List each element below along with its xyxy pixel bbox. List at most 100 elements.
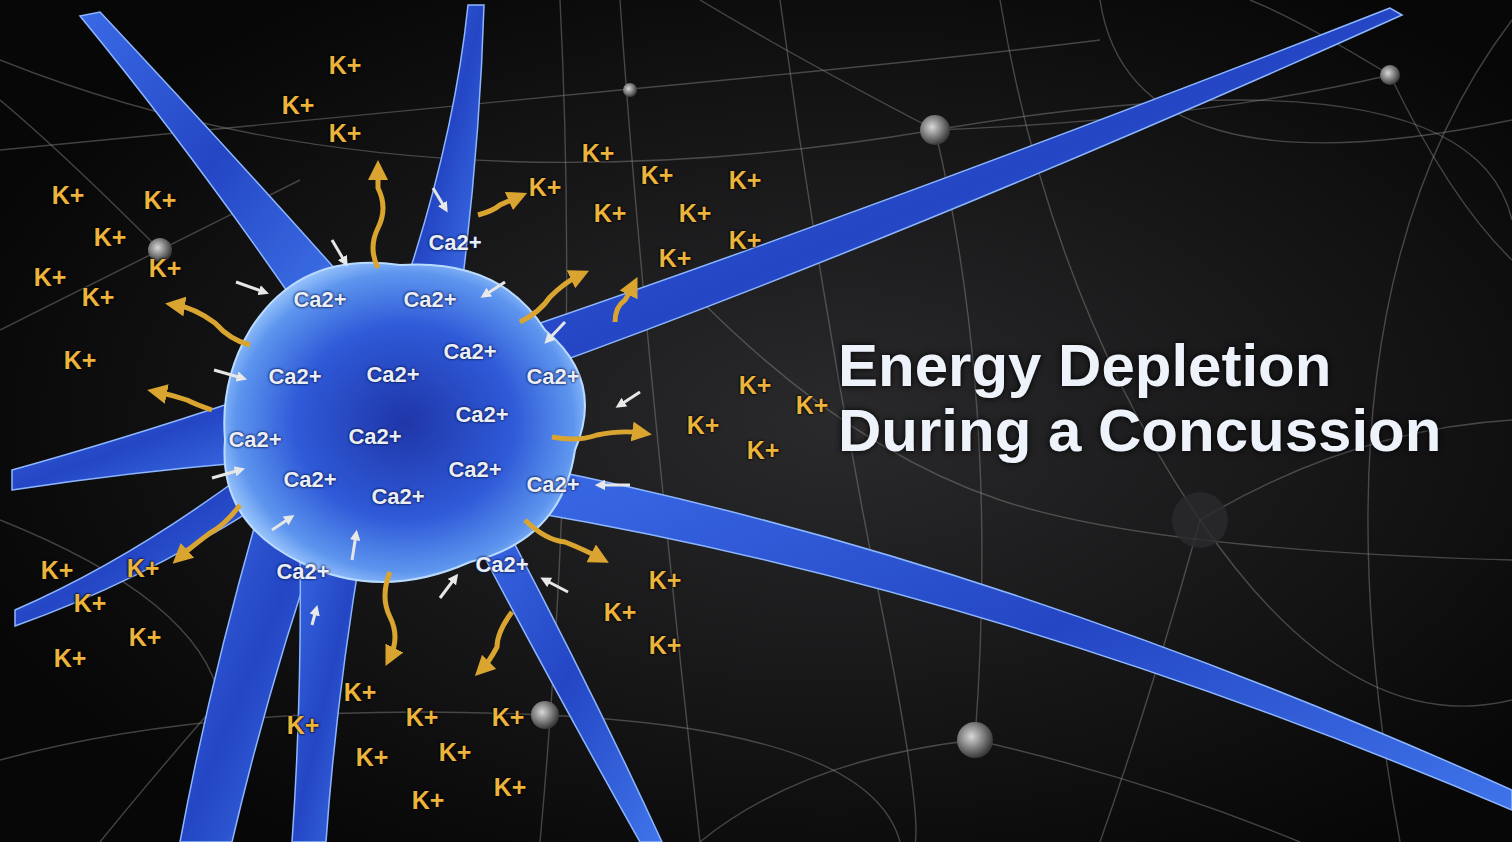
potassium-ion-label: K+	[149, 256, 182, 281]
potassium-ion-label: K+	[439, 740, 472, 765]
potassium-ion-label: K+	[659, 246, 692, 271]
potassium-ion-label: K+	[747, 438, 780, 463]
potassium-ion-label: K+	[144, 188, 177, 213]
minor-neurons	[531, 701, 559, 729]
potassium-efflux-arrows	[157, 170, 642, 669]
potassium-ion-label: K+	[529, 175, 562, 200]
background-network	[975, 740, 1300, 842]
potassium-efflux-arrows	[552, 432, 642, 439]
potassium-efflux-arrows	[373, 170, 383, 268]
potassium-ion-label: K+	[329, 53, 362, 78]
potassium-ion-label: K+	[94, 225, 127, 250]
calcium-influx-arrows	[212, 188, 640, 625]
calcium-ion-label: Ca2+	[348, 426, 401, 448]
potassium-efflux-arrows	[482, 612, 512, 669]
potassium-ion-label: K+	[729, 168, 762, 193]
potassium-ion-label: K+	[287, 713, 320, 738]
potassium-efflux-arrows	[520, 275, 580, 322]
calcium-ion-label: Ca2+	[526, 474, 579, 496]
potassium-ion-label: K+	[52, 183, 85, 208]
calcium-ion-label: Ca2+	[228, 429, 281, 451]
calcium-ion-label: Ca2+	[443, 341, 496, 363]
minor-neurons	[1380, 65, 1400, 85]
neuron-branches	[12, 400, 250, 490]
neuron-branches	[15, 470, 265, 626]
potassium-ion-label: K+	[729, 228, 762, 253]
calcium-influx-arrows	[214, 370, 242, 378]
potassium-ion-label: K+	[739, 373, 772, 398]
potassium-ion-label: K+	[344, 680, 377, 705]
calcium-ion-label: Ca2+	[276, 561, 329, 583]
calcium-ion-label: Ca2+	[448, 459, 501, 481]
calcium-influx-arrows	[332, 240, 345, 262]
potassium-ion-label: K+	[74, 591, 107, 616]
background-network	[1390, 75, 1512, 260]
potassium-efflux-arrows	[525, 520, 600, 558]
potassium-ion-label: K+	[687, 413, 720, 438]
potassium-ion-label: K+	[356, 745, 389, 770]
potassium-ion-label: K+	[34, 265, 67, 290]
calcium-ion-label: Ca2+	[475, 554, 528, 576]
potassium-efflux-arrows	[157, 392, 212, 410]
calcium-influx-arrows	[548, 322, 565, 340]
calcium-influx-arrows	[485, 282, 505, 295]
calcium-influx-arrows	[440, 578, 455, 598]
background-network	[700, 300, 1512, 560]
potassium-efflux-arrows	[385, 572, 395, 657]
calcium-influx-arrows	[433, 188, 445, 208]
neuron-soma	[224, 263, 585, 582]
potassium-ion-label: K+	[64, 348, 97, 373]
calcium-ion-label: Ca2+	[366, 364, 419, 386]
background-network	[0, 712, 900, 842]
diagram-title: Energy Depletion During a Concussion	[838, 334, 1498, 464]
minor-neurons	[623, 83, 637, 97]
calcium-ion-label: Ca2+	[455, 404, 508, 426]
calcium-influx-arrows	[236, 282, 264, 292]
potassium-ion-label: K+	[604, 600, 637, 625]
calcium-influx-arrows	[352, 535, 356, 560]
neuron-branches	[80, 12, 345, 310]
potassium-ion-label: K+	[412, 788, 445, 813]
potassium-ion-label: K+	[329, 121, 362, 146]
potassium-ion-label: K+	[54, 646, 87, 671]
background-network	[0, 100, 160, 250]
potassium-ion-label: K+	[82, 285, 115, 310]
calcium-ion-label: Ca2+	[293, 289, 346, 311]
potassium-efflux-arrows	[478, 197, 518, 215]
background-network	[700, 0, 935, 130]
minor-neurons	[920, 115, 950, 145]
potassium-efflux-arrows	[175, 305, 250, 345]
neuron-branches	[410, 5, 484, 285]
potassium-ion-label: K+	[649, 633, 682, 658]
potassium-ion-label: K+	[649, 568, 682, 593]
calcium-influx-arrows	[620, 392, 640, 405]
calcium-ion-label: Ca2+	[268, 366, 321, 388]
potassium-ion-label: K+	[494, 775, 527, 800]
potassium-ion-label: K+	[282, 93, 315, 118]
potassium-efflux-arrows	[615, 286, 633, 322]
minor-neurons	[957, 722, 993, 758]
calcium-influx-arrows	[212, 470, 240, 478]
potassium-ion-label: K+	[406, 705, 439, 730]
potassium-ion-label: K+	[41, 558, 74, 583]
potassium-ion-label: K+	[492, 705, 525, 730]
potassium-ion-label: K+	[129, 625, 162, 650]
calcium-influx-arrows	[545, 580, 568, 592]
neuron-branches	[12, 5, 1512, 842]
calcium-ion-label: Ca2+	[283, 469, 336, 491]
potassium-ion-label: K+	[127, 556, 160, 581]
calcium-influx-arrows	[272, 518, 290, 530]
potassium-ion-label: K+	[582, 141, 615, 166]
background-network	[700, 740, 975, 842]
potassium-ion-label: K+	[796, 393, 829, 418]
potassium-efflux-arrows	[180, 505, 240, 557]
calcium-ion-label: Ca2+	[428, 232, 481, 254]
potassium-ion-label: K+	[641, 163, 674, 188]
calcium-ion-label: Ca2+	[371, 486, 424, 508]
neuron-branches	[520, 8, 1402, 372]
calcium-ion-label: Ca2+	[403, 289, 456, 311]
calcium-ion-label: Ca2+	[526, 366, 579, 388]
